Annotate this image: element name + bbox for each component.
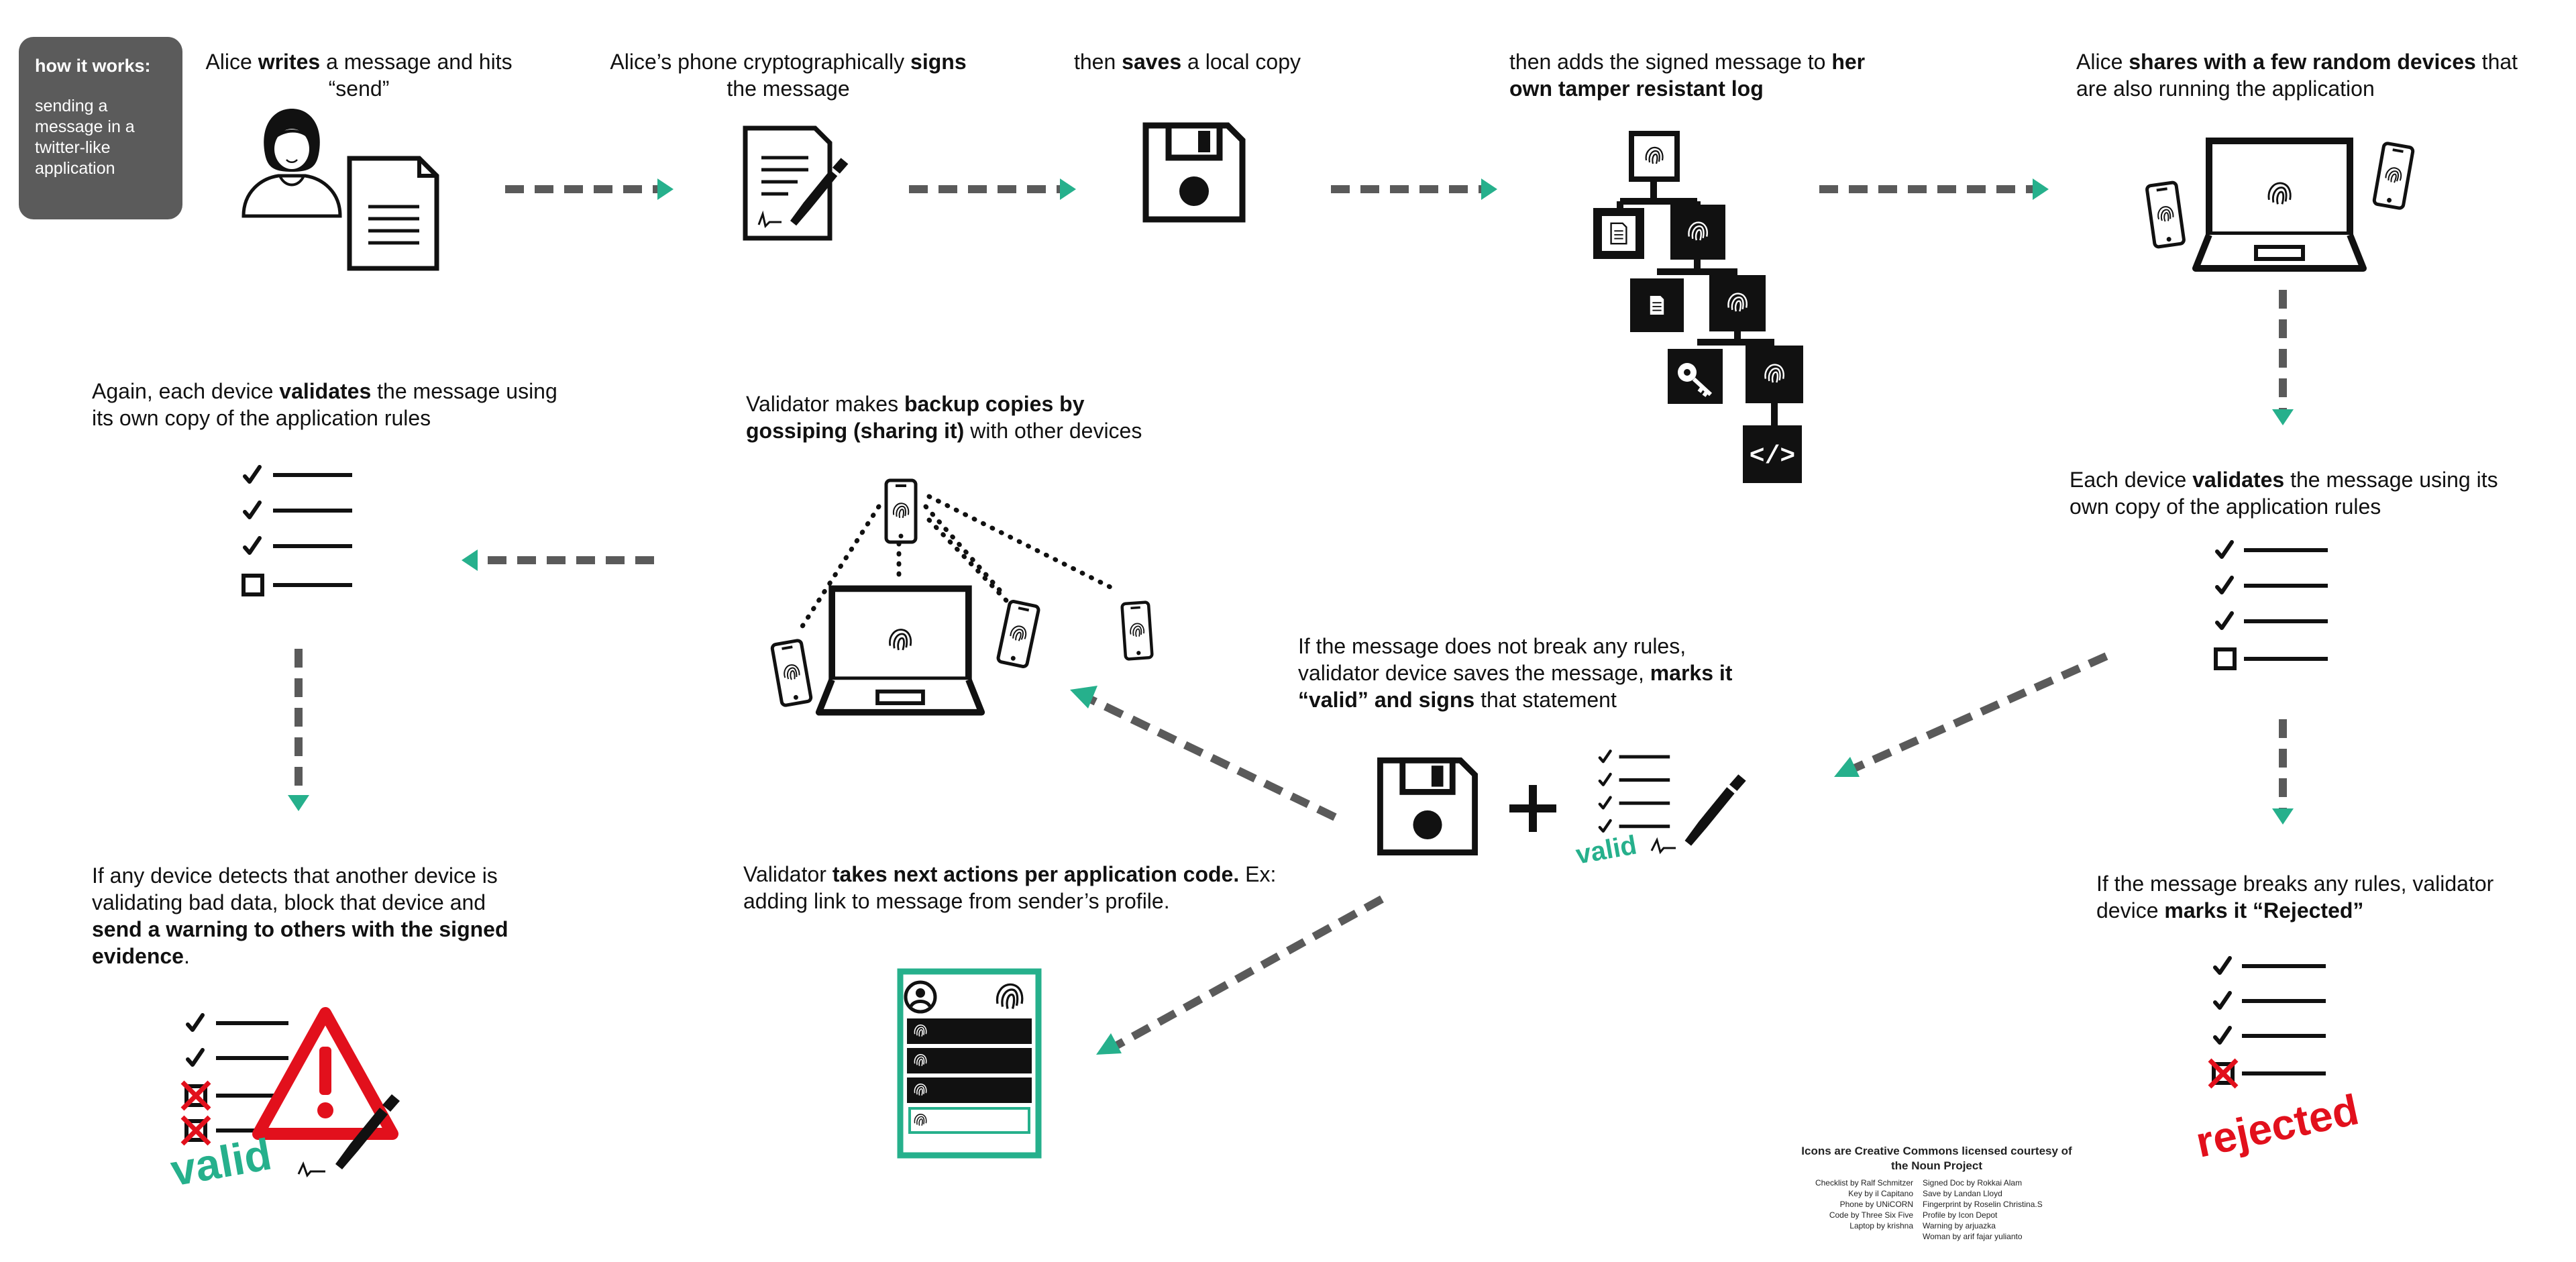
sign-pen-icon	[1684, 774, 1746, 846]
how-it-works-badge: how it works: sending a message in a twi…	[19, 37, 182, 219]
credit-right-0: Signed Doc by Rokkai Alam	[1923, 1178, 2023, 1188]
revalidate-checklist-icon	[241, 467, 352, 596]
signed-document-icon	[743, 125, 849, 241]
arrow-valid-to-gossip	[1070, 686, 1337, 821]
valid-stamp: valid	[1574, 830, 1639, 870]
badge-title: how it works:	[35, 56, 151, 76]
profile-card-icon	[897, 968, 1042, 1159]
credit-right-1: Save by Landan Lloyd	[1923, 1189, 2002, 1198]
valid-save-sign-group: valid	[1380, 751, 1746, 870]
arrow-sign-to-save	[909, 178, 1076, 200]
warning-group: valid	[167, 1007, 400, 1196]
arrow-validate-to-valid	[1834, 652, 2108, 777]
plus-icon	[1509, 785, 1556, 832]
step-write-label: Alice writes a message and hits “send”	[205, 50, 513, 101]
credit-right-4: Warning by arjuazka	[1923, 1221, 1996, 1230]
credit-right-5: Woman by arif fajar yulianto	[1923, 1232, 2023, 1241]
step-valid-label: If the message does not break any rules,…	[1298, 634, 1733, 712]
credit-right-2: Fingerprint by Roselin Christina.S	[1923, 1200, 2043, 1209]
step-warning-label: If any device detects that another devic…	[92, 863, 508, 968]
code-symbol: </>	[1750, 442, 1795, 471]
arrow-share-to-validate	[2272, 290, 2294, 425]
credits-title: Icons are Creative Commons licensed cour…	[1801, 1145, 2072, 1172]
warning-triangle-icon	[252, 1007, 398, 1140]
step-sign-label: Alice’s phone cryptographically signs th…	[610, 50, 967, 101]
step-log-label: then adds the signed message to her own …	[1509, 50, 1866, 101]
step-save-label: then saves a local copy	[1073, 50, 1301, 74]
step-share-label: Alice shares with a few random devices t…	[2076, 50, 2518, 101]
arrow-validate-to-rejected	[2272, 719, 2294, 825]
credit-left-1: Key by il Capitano	[1848, 1189, 1913, 1198]
credit-left-3: Code by Three Six Five	[1829, 1210, 1913, 1220]
tamper-resistant-log-icon: </>	[1593, 131, 1803, 483]
credit-right-3: Profile by Icon Depot	[1923, 1210, 1998, 1220]
icon-credits: Icons are Creative Commons licensed cour…	[1792, 1144, 2081, 1242]
message-document-icon	[347, 156, 439, 271]
validation-checklist-icon	[2214, 542, 2328, 670]
step-revalidate-label: Again, each device validates the message…	[92, 379, 557, 430]
arrow-write-to-sign	[505, 178, 674, 200]
alice-woman-icon	[241, 109, 342, 218]
badge-subtitle: sending a message in a twitter-like appl…	[35, 97, 135, 178]
arrow-gossip-to-revalidate	[462, 549, 654, 571]
save-floppy-icon	[1146, 125, 1242, 219]
gossip-network-icon	[771, 480, 1152, 713]
arrow-valid-to-actions	[1096, 895, 1384, 1055]
arrow-save-to-log	[1331, 178, 1497, 200]
warning-valid-stamp: valid	[167, 1129, 275, 1196]
step-validate-label: Each device validates the message using …	[2070, 468, 2498, 519]
credit-left-0: Checklist by Ralf Schmitzer	[1815, 1178, 1913, 1188]
step-actions-label: Validator takes next actions per applica…	[743, 862, 1277, 913]
rejected-stamp: rejected	[2192, 1085, 2363, 1166]
arrows	[288, 178, 2294, 1055]
valid-checklist-icon	[1600, 751, 1670, 831]
step-rejected-label: If the message breaks any rules, validat…	[2096, 872, 2494, 923]
rejected-checklist-icon	[2208, 958, 2326, 1089]
arrow-revalidate-to-warning	[288, 649, 309, 811]
arrow-log-to-share	[1819, 178, 2049, 200]
step-gossip-label: Validator makes backup copies by gossipi…	[746, 392, 1142, 443]
credit-left-2: Phone by UNiCORN	[1839, 1200, 1913, 1209]
share-devices-icon	[2147, 141, 2414, 268]
credit-left-4: Laptop by krishna	[1849, 1221, 1913, 1230]
